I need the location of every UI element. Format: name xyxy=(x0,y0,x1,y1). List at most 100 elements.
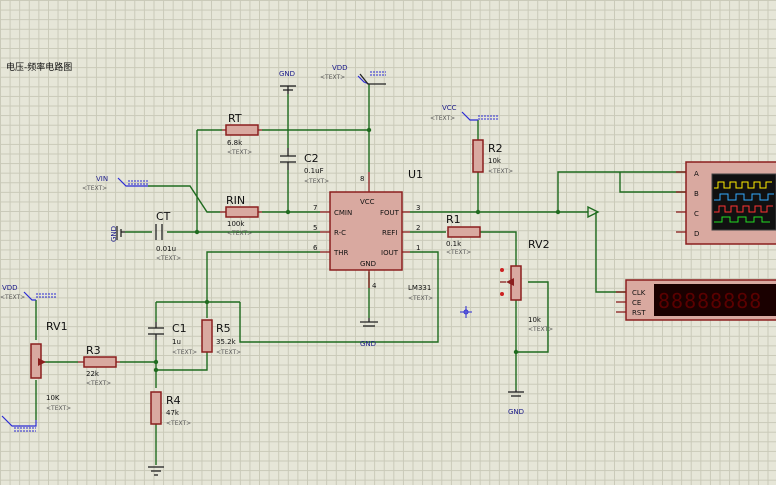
u1-ref: U1 xyxy=(408,168,423,181)
resistor-r3[interactable]: R3 22k <TEXT> xyxy=(78,344,120,387)
potentiometer-rv2[interactable]: RV2 10k <TEXT> xyxy=(500,238,553,333)
resistor-r2[interactable]: R2 10k <TEXT> xyxy=(472,139,513,175)
svg-text:0.01u: 0.01u xyxy=(156,245,176,253)
svg-text:<TEXT>: <TEXT> xyxy=(488,168,513,175)
svg-text:0.1k: 0.1k xyxy=(446,240,462,248)
svg-text:0.1uF: 0.1uF xyxy=(304,167,324,175)
svg-text:A: A xyxy=(694,170,699,178)
svg-text:RST: RST xyxy=(632,309,646,317)
resistor-rt[interactable]: RT 6.8k <TEXT> xyxy=(222,112,262,156)
svg-text:R2: R2 xyxy=(488,142,503,155)
svg-text:<TEXT>: <TEXT> xyxy=(46,405,71,412)
svg-text:VCC: VCC xyxy=(360,198,375,206)
svg-text:GND: GND xyxy=(360,340,376,348)
resistor-rin[interactable]: RIN 100k <TEXT> xyxy=(220,194,262,237)
svg-text:<TEXT>: <TEXT> xyxy=(227,149,252,156)
svg-text:<TEXT>: <TEXT> xyxy=(227,230,252,237)
capacitor-c2[interactable]: C2 0.1uF <TEXT> xyxy=(280,148,329,185)
svg-text:<TEXT>: <TEXT> xyxy=(172,349,197,356)
counter-digits: 88888888 xyxy=(658,289,762,313)
svg-text:47k: 47k xyxy=(166,409,180,417)
svg-text:R1: R1 xyxy=(446,213,461,226)
junction-dots xyxy=(153,127,561,373)
svg-text:6: 6 xyxy=(313,244,318,252)
vcc-terminal[interactable]: VCC <TEXT> xyxy=(430,104,498,122)
capacitor-ct[interactable]: CT 0.01u <TEXT> xyxy=(155,210,181,262)
resistor-r5[interactable]: R5 35.2k <TEXT> xyxy=(201,319,241,356)
svg-text:6.8k: 6.8k xyxy=(227,139,243,147)
svg-text:R-C: R-C xyxy=(334,229,346,237)
vdd-terminal-left[interactable]: VDD <TEXT> xyxy=(0,284,56,301)
svg-text:100k: 100k xyxy=(227,220,245,228)
svg-text:CLK: CLK xyxy=(632,289,646,297)
potentiometer-rv1[interactable]: RV1 10K <TEXT> xyxy=(30,320,71,412)
svg-text:RT: RT xyxy=(228,112,242,125)
probe-arrow-icon xyxy=(587,205,600,219)
svg-text:CT: CT xyxy=(156,210,171,223)
resistor-r4[interactable]: R4 47k <TEXT> xyxy=(150,391,191,427)
vdd-terminal-bottom-left[interactable] xyxy=(1,415,37,432)
scope-screen xyxy=(711,173,776,231)
svg-text:35.2k: 35.2k xyxy=(216,338,237,346)
resistor-r1[interactable]: R1 0.1k <TEXT> xyxy=(446,213,481,256)
svg-text:GND: GND xyxy=(508,408,524,416)
svg-text:10k: 10k xyxy=(488,157,502,165)
vdd-terminal-top[interactable]: VDD <TEXT> xyxy=(320,64,386,85)
svg-text:R3: R3 xyxy=(86,344,101,357)
svg-text:<TEXT>: <TEXT> xyxy=(446,249,471,256)
svg-text:VDD: VDD xyxy=(332,64,348,72)
svg-text:<TEXT>: <TEXT> xyxy=(304,178,329,185)
svg-text:VDD: VDD xyxy=(2,284,18,292)
counter-timer-instrument[interactable]: CLK CE RST 88888888 xyxy=(616,279,776,321)
svg-text:<TEXT>: <TEXT> xyxy=(216,349,241,356)
svg-text:7: 7 xyxy=(313,204,317,212)
gnd-terminal-r4[interactable] xyxy=(148,466,164,476)
svg-text:<TEXT>: <TEXT> xyxy=(528,326,553,333)
svg-text:FOUT: FOUT xyxy=(380,209,400,217)
svg-text:4: 4 xyxy=(372,282,377,290)
svg-text:RV2: RV2 xyxy=(528,238,550,251)
counter-display xyxy=(654,284,776,316)
svg-text:<TEXT>: <TEXT> xyxy=(0,294,25,301)
svg-text:<TEXT>: <TEXT> xyxy=(86,380,111,387)
svg-text:D: D xyxy=(694,230,699,238)
svg-text:<TEXT>: <TEXT> xyxy=(320,74,345,81)
capacitor-c1[interactable]: C1 1u <TEXT> xyxy=(148,322,197,356)
svg-text:22k: 22k xyxy=(86,370,100,378)
svg-text:THR: THR xyxy=(333,249,349,257)
scope-trace-a xyxy=(714,181,772,189)
svg-text:CMIN: CMIN xyxy=(334,209,352,217)
svg-text:<TEXT>: <TEXT> xyxy=(408,295,433,302)
crosshair-icon xyxy=(460,306,472,318)
oscilloscope-instrument[interactable]: A B C D xyxy=(676,161,776,245)
svg-text:<TEXT>: <TEXT> xyxy=(156,255,181,262)
svg-text:CE: CE xyxy=(632,299,641,307)
svg-text:GND: GND xyxy=(360,260,376,268)
svg-text:VCC: VCC xyxy=(442,104,457,112)
gnd-terminal-u1[interactable]: GND xyxy=(360,318,378,348)
gnd-terminal-top[interactable]: GND xyxy=(279,70,296,94)
svg-text:REFI: REFI xyxy=(382,229,397,237)
svg-text:VIN: VIN xyxy=(96,175,108,183)
scope-trace-d xyxy=(714,216,770,223)
svg-text:<TEXT>: <TEXT> xyxy=(82,185,107,192)
svg-text:R4: R4 xyxy=(166,394,181,407)
wires xyxy=(35,84,686,465)
ic-u1-lm331[interactable]: U1 CMIN R-C THR FOUT REFI IOUT VCC GND 7… xyxy=(313,168,433,302)
vin-terminal[interactable]: VIN <TEXT> xyxy=(82,175,148,192)
svg-text:1u: 1u xyxy=(172,338,181,346)
gnd-terminal-rv2[interactable]: GND xyxy=(508,390,524,416)
gnd-terminal-ct[interactable]: GND xyxy=(110,226,125,242)
svg-text:10K: 10K xyxy=(46,394,60,402)
svg-text:C2: C2 xyxy=(304,152,319,165)
svg-text:B: B xyxy=(694,190,699,198)
svg-text:GND: GND xyxy=(110,226,118,242)
svg-text:2: 2 xyxy=(416,224,420,232)
scope-trace-c xyxy=(714,205,773,213)
svg-text:8: 8 xyxy=(360,175,364,183)
svg-text:<TEXT>: <TEXT> xyxy=(166,420,191,427)
svg-text:C1: C1 xyxy=(172,322,187,335)
u1-part: LM331 xyxy=(408,284,431,292)
svg-text:5: 5 xyxy=(313,224,317,232)
